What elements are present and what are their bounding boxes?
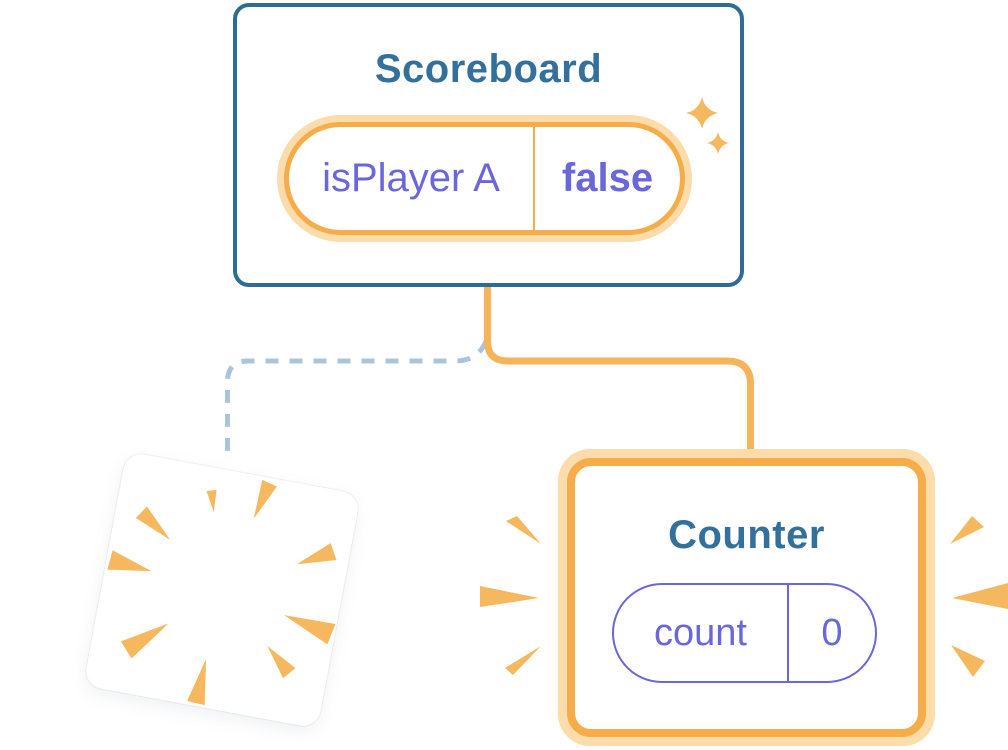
solid-connector-counter [484, 283, 754, 456]
counter-title: Counter [668, 513, 825, 557]
state-name-label: count [654, 611, 747, 654]
burst-rays-icon-left [480, 516, 541, 675]
sparkle-icon [686, 97, 729, 154]
counter-card-inner: Counter count 0 [567, 458, 926, 737]
counter-state-pill: count 0 [612, 583, 877, 683]
burst-rays-icon-right [950, 516, 1008, 677]
state-value-label: false [561, 156, 654, 200]
explosion-rays-icon [107, 479, 337, 706]
dashed-connector-destroyed [225, 339, 489, 461]
pill-divider [787, 585, 789, 681]
scoreboard-title: Scoreboard [374, 47, 603, 91]
pill-divider [533, 127, 535, 230]
counter-component-card: Counter count 0 [558, 449, 935, 746]
scoreboard-state-pill: isPlayer A false [284, 122, 685, 235]
state-value-label: 0 [821, 611, 843, 654]
state-name-label: isPlayer A [322, 156, 500, 200]
destroyed-component-card [83, 451, 361, 729]
scoreboard-component-card: Scoreboard isPlayer A false [233, 3, 744, 287]
